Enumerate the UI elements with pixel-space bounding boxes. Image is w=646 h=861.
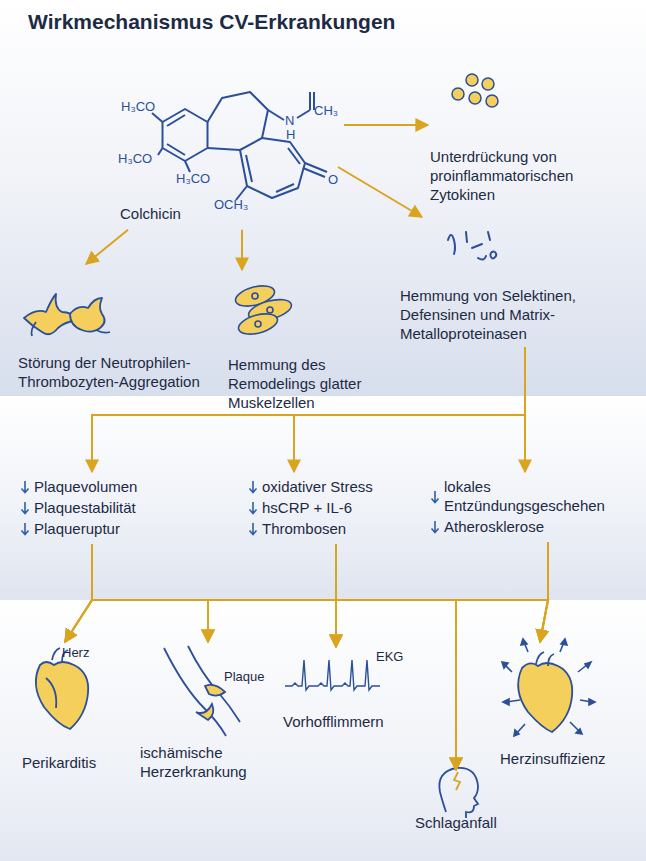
- text-label: N: [285, 114, 294, 127]
- top-band: [0, 0, 646, 396]
- flow-arrow: [540, 542, 548, 642]
- node-text: Vorhofflimmern: [283, 713, 415, 732]
- diagram-title: Wirkmechanismus CV-Erkrankungen: [28, 10, 395, 34]
- text-node: PlaquevolumenPlaquestabilitätPlaqueruptu…: [20, 470, 220, 542]
- bond: [185, 161, 190, 172]
- effect-text: oxidativer Stress: [262, 478, 373, 497]
- effect-text: Plaquestabilität: [34, 499, 136, 518]
- flow-arrow: [456, 542, 548, 770]
- flow-arrow: [336, 544, 548, 642]
- effect-row: Thrombosen: [248, 520, 423, 539]
- flow-arrow: [294, 347, 525, 472]
- text-node: Schlaganfall: [415, 768, 525, 835]
- flow-arrow: [336, 542, 548, 647]
- decrease-arrow: [248, 522, 258, 536]
- flow-arrow: [65, 544, 336, 642]
- node-text: Unterdrückung von proinflammatorischen Z…: [430, 148, 635, 204]
- flow-arrow: [65, 542, 548, 642]
- decrease-arrow: [248, 501, 258, 515]
- effect-text: hsCRP + IL-6: [262, 499, 352, 518]
- text-node: ischämische Herzerkrankung: [140, 640, 270, 784]
- decrease-arrow: [430, 520, 440, 534]
- effect-row: Plaqueruptur: [20, 520, 220, 539]
- text-label: H₃CO: [118, 152, 152, 165]
- effect-row: oxidativer Stress: [248, 478, 423, 497]
- ekg-wave: [285, 660, 380, 690]
- bond: [158, 148, 163, 155]
- node-text: Hemmung von Selektinen, Defensinen und M…: [400, 287, 636, 343]
- flow-arrow: [92, 544, 548, 642]
- text-node: Hemmung des Remodelings glatter Muskelze…: [228, 268, 400, 414]
- node-text: Hemmung des Remodelings glatter Muskelze…: [228, 356, 400, 412]
- effect-text: Thrombosen: [262, 520, 346, 539]
- effect-text: Plaqueruptur: [34, 520, 120, 539]
- effect-row: Plaquevolumen: [20, 478, 220, 497]
- bond: [167, 115, 185, 126]
- flow-arrow: [336, 544, 456, 770]
- node-text: Herzinsuffizienz: [500, 750, 640, 769]
- text-label: O: [328, 173, 338, 186]
- node-text: Störung der Neutrophilen-Thrombozyten-Ag…: [18, 354, 218, 392]
- text-node: oxidativer Stress hsCRP + IL-6Thrombosen: [248, 470, 423, 542]
- bond: [152, 113, 163, 122]
- bond: [167, 144, 185, 155]
- text-node: Perikarditis: [22, 640, 132, 775]
- effect-text: Atherosklerose: [444, 518, 544, 537]
- node-text: ischämische Herzerkrankung: [140, 744, 270, 782]
- effect-row: hsCRP + IL-6: [248, 499, 423, 518]
- text-node: Unterdrückung von proinflammatorischen Z…: [430, 68, 635, 206]
- text-label: EKG: [376, 650, 403, 663]
- ring-a: [163, 109, 208, 161]
- effect-row: lokales Entzündungsgeschehen: [430, 478, 636, 516]
- text-node: Störung der Neutrophilen-Thrombozyten-Ag…: [18, 262, 218, 394]
- decrease-arrow: [20, 480, 30, 494]
- flow-arrow: [92, 544, 336, 647]
- text-label: H: [286, 128, 295, 141]
- decrease-arrow: [20, 501, 30, 515]
- bond: [276, 184, 294, 192]
- decrease-arrow: [20, 522, 30, 536]
- flow-arrow: [86, 230, 128, 264]
- carbonyl: [309, 92, 311, 110]
- effect-row: Plaquestabilität: [20, 499, 220, 518]
- bond: [268, 110, 284, 120]
- bond: [246, 155, 252, 182]
- flow-arrow: [92, 544, 456, 770]
- flow-arrow: [65, 544, 92, 642]
- effect-text: Plaquevolumen: [34, 478, 137, 497]
- effect-row: Atherosklerose: [430, 518, 636, 537]
- flow-arrow: [524, 347, 526, 472]
- text-node: lokales EntzündungsgeschehenAtherosklero…: [430, 470, 636, 540]
- text-label: Plaque: [224, 670, 264, 683]
- flow-arrow: [344, 124, 428, 126]
- text-label: Herz: [62, 646, 89, 659]
- bond: [297, 110, 310, 118]
- text-label: H₃CO: [176, 172, 210, 185]
- decrease-arrow: [430, 490, 440, 504]
- flow-arrow: [338, 167, 422, 217]
- node-text: Schlaganfall: [415, 814, 525, 833]
- carbonyl: [303, 168, 325, 177]
- text-label: CH₃: [314, 104, 338, 117]
- ring-c: [240, 138, 305, 198]
- flow-arrow: [208, 544, 336, 642]
- text-node: Hemmung von Selektinen, Defensinen und M…: [400, 215, 636, 345]
- node-text: Perikarditis: [22, 754, 132, 773]
- flow-arrow: [92, 544, 208, 642]
- flow-arrow: [208, 542, 548, 642]
- decrease-arrow: [248, 480, 258, 494]
- text-node: Herzinsuffizienz: [500, 640, 640, 771]
- flow-arrow: [241, 230, 243, 270]
- bond: [288, 148, 300, 164]
- ring-b: [208, 92, 269, 150]
- text-label: H₃CO: [121, 100, 155, 113]
- text-label: OCH₃: [214, 198, 248, 211]
- effect-text: lokales Entzündungsgeschehen: [444, 478, 636, 516]
